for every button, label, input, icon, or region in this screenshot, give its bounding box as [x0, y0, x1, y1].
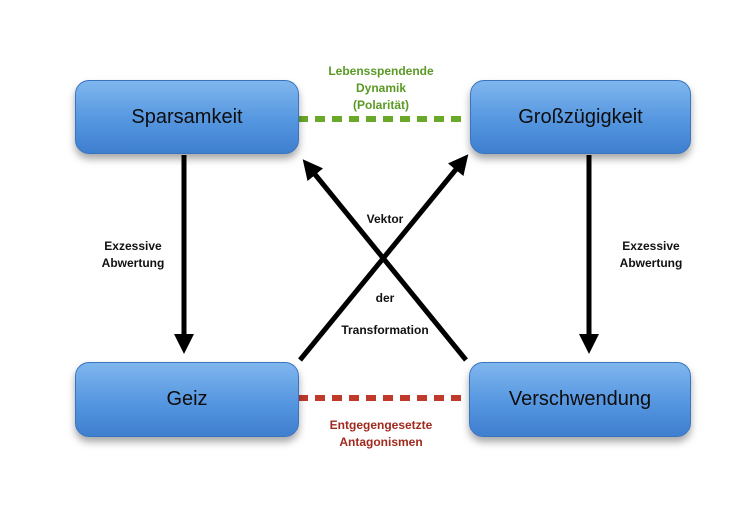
diagonal-arrow-to-sparsamkeit — [302, 159, 468, 362]
label-left-line-1: Exzessive — [104, 239, 162, 253]
node-sparsamkeit-label: Sparsamkeit — [131, 105, 243, 128]
node-grosszuegigkeit: Großzügigkeit — [470, 80, 691, 154]
label-lebensspendende-dynamik: Lebensspendende Dynamik (Polarität) — [306, 63, 456, 114]
label-der: der — [375, 291, 395, 305]
label-left-abwertung: Exzessive Abwertung — [78, 238, 188, 272]
node-sparsamkeit: Sparsamkeit — [75, 80, 299, 154]
label-transformation: Transformation — [341, 323, 429, 337]
label-top-line-1: Lebensspendende — [328, 64, 434, 78]
label-right-line-1: Exzessive — [622, 239, 680, 253]
node-geiz: Geiz — [75, 362, 299, 437]
label-bottom-line-1: Entgegengesetzte — [329, 418, 433, 432]
node-verschwendung: Verschwendung — [469, 362, 691, 437]
node-geiz-label: Geiz — [166, 388, 208, 410]
label-right-line-2: Abwertung — [619, 256, 683, 270]
label-entgegengesetzte-antagonismen: Entgegengesetzte Antagonismen — [306, 417, 456, 451]
node-grosszuegigkeit-label: Großzügigkeit — [518, 105, 643, 128]
label-left-line-2: Abwertung — [101, 256, 165, 270]
label-top-line-3: (Polarität) — [352, 98, 409, 112]
diagonal-arrow-to-grosszuegigkeit — [298, 154, 469, 362]
label-vektor: Vektor — [366, 212, 404, 226]
node-verschwendung-label: Verschwendung — [508, 388, 652, 410]
label-top-line-2: Dynamik — [355, 81, 407, 95]
label-right-abwertung: Exzessive Abwertung — [596, 238, 706, 272]
label-bottom-line-2: Antagonismen — [339, 435, 423, 449]
